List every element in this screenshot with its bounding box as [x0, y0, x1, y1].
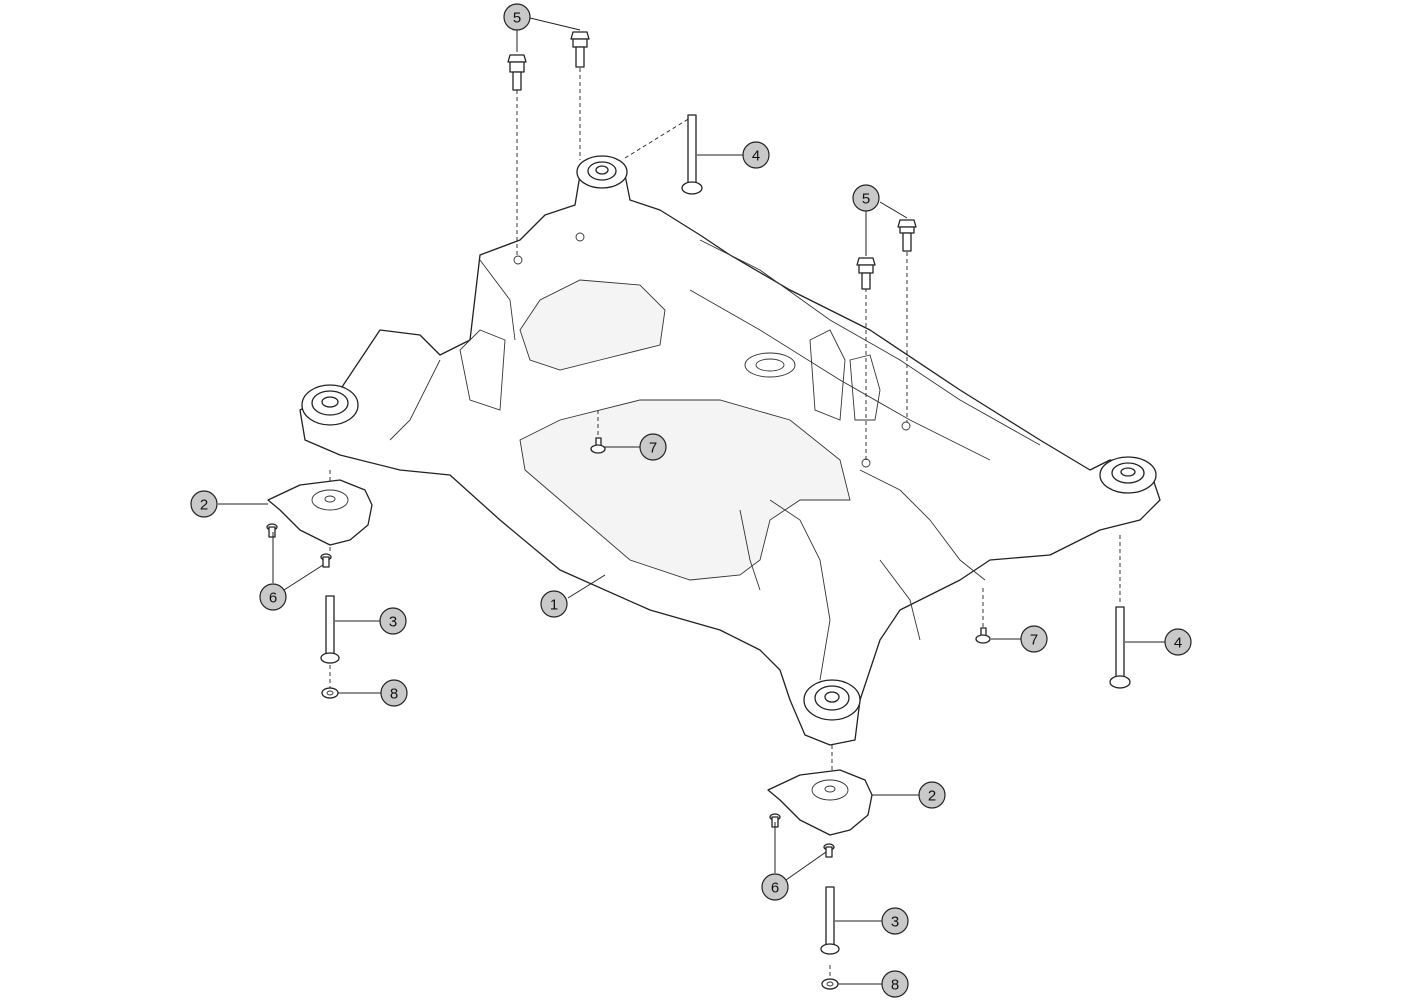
callout-number: 3 [891, 914, 899, 931]
callout-number: 7 [649, 440, 657, 457]
leader-lines [218, 17, 1165, 985]
callout-circle [503, 3, 531, 31]
long-bolt-part-4-right [1109, 606, 1131, 689]
callout-number: 5 [513, 10, 521, 27]
small-bolt-part-6-left-b [320, 553, 332, 568]
callout-number: 8 [390, 686, 398, 703]
callout-number: 8 [891, 977, 899, 994]
callout-2: 2 [190, 490, 218, 518]
assembly-lines [329, 68, 1121, 980]
callout-4: 4 [1164, 628, 1192, 656]
callout-2: 2 [918, 781, 946, 809]
callout-3: 3 [379, 607, 407, 635]
callout-circle [761, 873, 789, 901]
long-bolt-part-4-top [681, 114, 703, 195]
bolt-part-3-left [320, 595, 340, 664]
callout-3: 3 [881, 907, 909, 935]
callout-circle [1020, 625, 1048, 653]
small-bolt-part-6-left-a [266, 523, 278, 538]
callout-circle [259, 583, 287, 611]
callout-number: 6 [771, 880, 779, 897]
callout-labels: 5 4 5 7 2 6 1 3 8 7 4 2 6 3 8 [190, 3, 1192, 998]
bracket-part-2-bottom [767, 769, 873, 836]
callout-number: 3 [389, 614, 397, 631]
callout-circle [379, 607, 407, 635]
callout-8: 8 [380, 679, 408, 707]
callout-6: 6 [761, 873, 789, 901]
callout-7: 7 [1020, 625, 1048, 653]
nut-part-8-left [321, 687, 339, 699]
callout-circle [918, 781, 946, 809]
callout-6: 6 [259, 583, 287, 611]
callout-circle [540, 590, 568, 618]
callout-circle [852, 184, 880, 212]
bolt-part-3-bottom [820, 886, 840, 955]
bolt-part-5-mid-left [856, 257, 876, 290]
callout-number: 2 [928, 788, 936, 805]
pin-part-7-center [590, 437, 606, 454]
callout-number: 4 [1174, 635, 1182, 652]
callout-1: 1 [540, 590, 568, 618]
callout-circle [1164, 628, 1192, 656]
callout-5: 5 [852, 184, 880, 212]
callout-4: 4 [742, 141, 770, 169]
callout-number: 4 [752, 148, 760, 165]
bolt-part-5-mid-right [897, 219, 917, 252]
callout-7: 7 [639, 433, 667, 461]
callout-circle [881, 907, 909, 935]
nut-part-8-bottom [821, 978, 839, 990]
callout-circle [190, 490, 218, 518]
subframe-part [299, 155, 1161, 746]
bracket-part-2-left [267, 479, 373, 546]
callout-circle [742, 141, 770, 169]
callout-number: 1 [550, 597, 558, 614]
bolt-part-5-top-left [507, 54, 527, 91]
bolt-part-5-top-right [570, 31, 590, 68]
callout-5: 5 [503, 3, 531, 31]
callout-circle [881, 970, 909, 998]
callout-number: 2 [200, 497, 208, 514]
small-bolt-part-6-bottom-b [823, 843, 835, 858]
callout-circle [639, 433, 667, 461]
callout-number: 5 [862, 191, 870, 208]
callout-8: 8 [881, 970, 909, 998]
callout-number: 7 [1030, 632, 1038, 649]
callout-number: 6 [269, 590, 277, 607]
pin-part-7-right [975, 627, 991, 644]
callout-circle [380, 679, 408, 707]
